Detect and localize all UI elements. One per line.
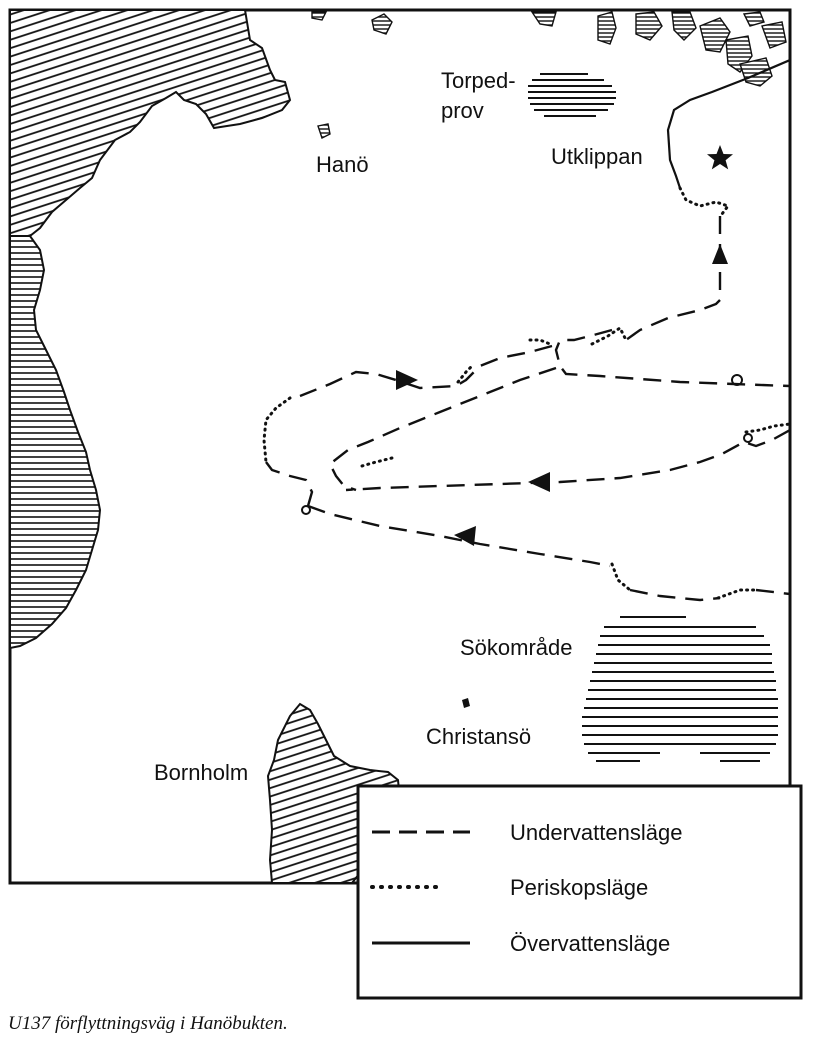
route-loop bbox=[301, 505, 311, 515]
label-torpedprov-2: prov bbox=[441, 98, 484, 123]
route-loop bbox=[731, 374, 743, 386]
arrow-icon bbox=[454, 526, 476, 546]
route-periscope bbox=[262, 186, 790, 600]
arrow-icon bbox=[712, 244, 728, 264]
island-christianso bbox=[462, 698, 470, 708]
legend-label-periscope: Periskopsläge bbox=[510, 875, 648, 900]
island-hano bbox=[317, 123, 331, 139]
land-skane-east bbox=[10, 235, 102, 650]
label-christianso: Christansö bbox=[426, 724, 531, 749]
legend-label-submerged: Undervattensläge bbox=[510, 820, 682, 845]
route-surfaced bbox=[666, 58, 790, 189]
route-loop bbox=[743, 433, 753, 443]
map-caption: U137 förflyttningsväg i Hanöbukten. bbox=[8, 1013, 288, 1034]
legend-box bbox=[356, 784, 803, 1000]
label-utklippan: Utklippan bbox=[551, 144, 643, 169]
route-submerged bbox=[265, 216, 790, 602]
search-area bbox=[582, 616, 778, 762]
legend: Undervattensläge Periskopsläge Övervatte… bbox=[356, 784, 803, 1000]
legend-label-surfaced: Övervattensläge bbox=[510, 931, 670, 956]
star-icon bbox=[707, 145, 733, 170]
arrow-icon bbox=[528, 472, 550, 492]
arrow-icon bbox=[396, 370, 418, 390]
label-hano: Hanö bbox=[316, 152, 369, 177]
label-bornholm: Bornholm bbox=[154, 760, 248, 785]
torpedo-test-area bbox=[528, 73, 616, 117]
land-skane-north bbox=[10, 10, 292, 242]
map-frame bbox=[8, 8, 792, 885]
label-torpedprov-1: Torped- bbox=[441, 68, 516, 93]
label-sokomrade: Sökområde bbox=[460, 635, 573, 660]
